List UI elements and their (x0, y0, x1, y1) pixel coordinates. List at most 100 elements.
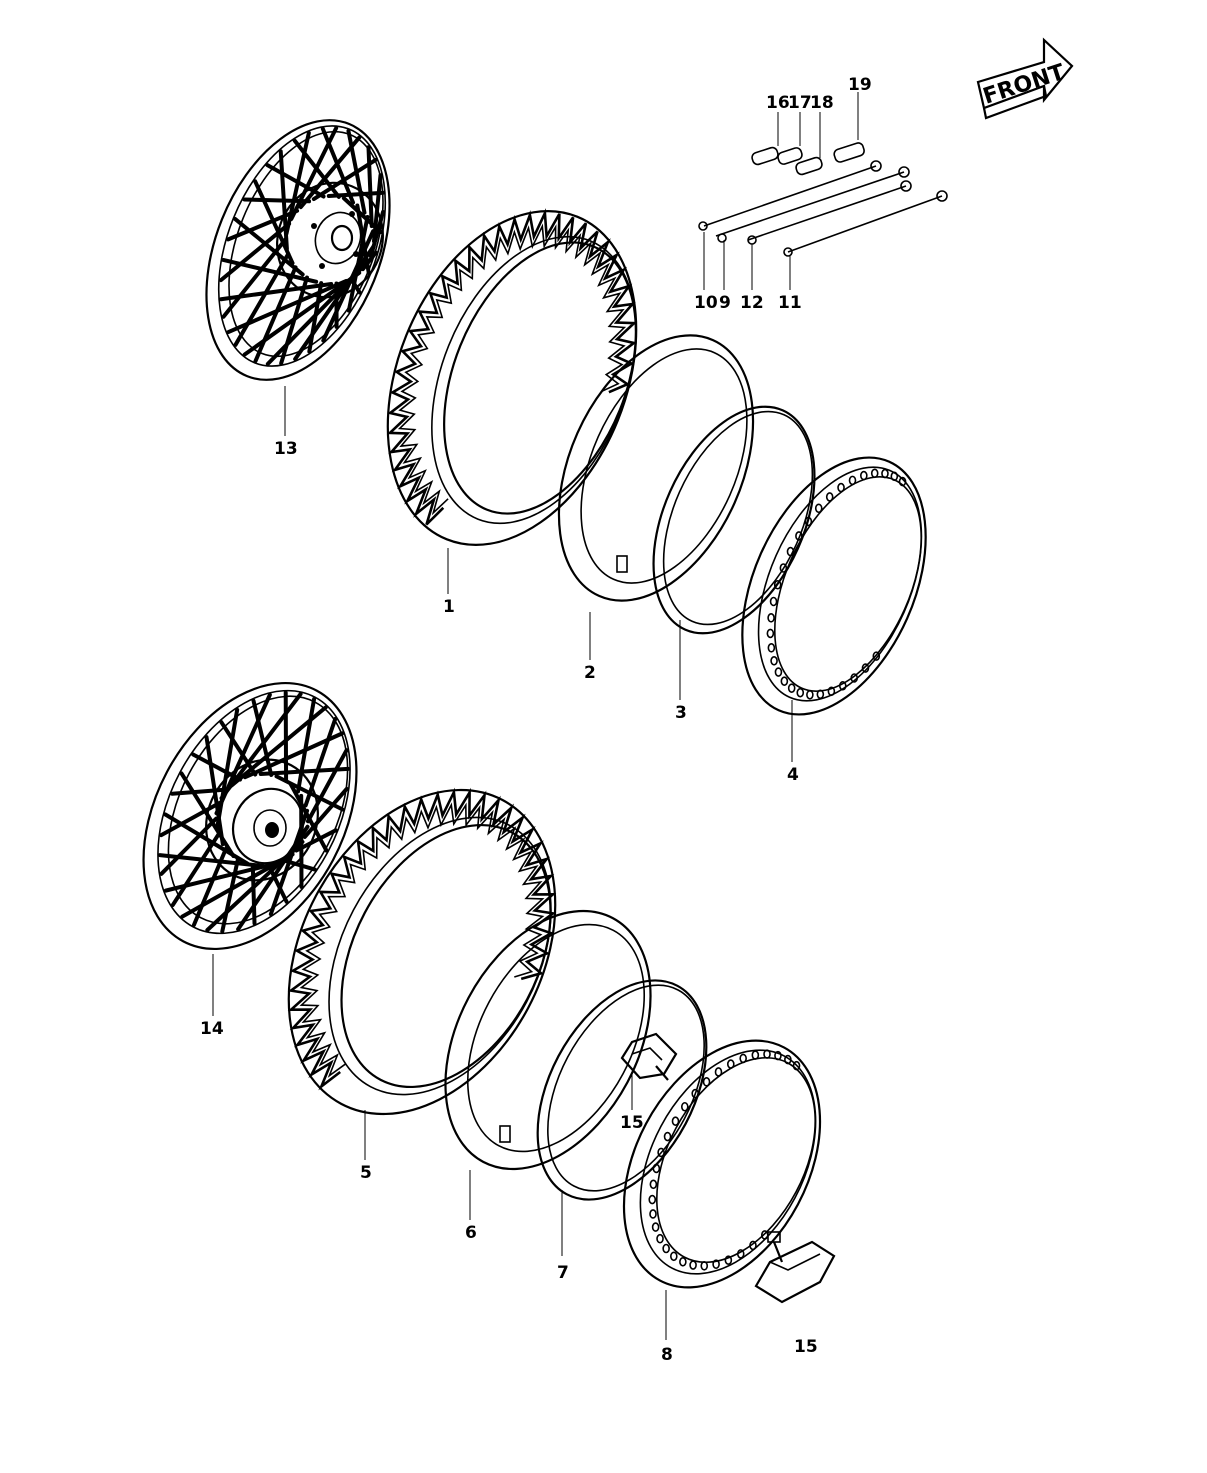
spoke-hole (838, 681, 847, 691)
spoke-hole (774, 1050, 782, 1061)
rear-rim-band (536, 979, 708, 1201)
spoke-line (170, 832, 221, 908)
front-wheel-assembly (205, 119, 391, 381)
front-inner-tube (557, 334, 755, 602)
spoke-hole (848, 475, 857, 486)
spoke-hole (656, 1233, 664, 1244)
spoke-hole (786, 546, 795, 557)
callout-labels: 13 1 2 3 4 14 5 6 7 8 15 15 10 9 12 11 1… (200, 75, 872, 1365)
spoke-line (243, 731, 345, 780)
spoke-hole (890, 471, 899, 482)
spoke-line (326, 190, 385, 199)
spoke-line (242, 270, 362, 357)
spoke-hole (860, 470, 868, 481)
spoke-line (258, 766, 351, 777)
spoke-hole (787, 683, 796, 693)
spoke-line (360, 250, 378, 272)
spoke-hole (804, 516, 813, 527)
spoke-hole (825, 492, 834, 502)
spoke-line (341, 196, 383, 235)
front-rim-band (652, 405, 816, 635)
spoke-hole (651, 1222, 660, 1232)
spoke-hole (702, 1077, 711, 1087)
rear-wheel-spokes (157, 690, 351, 934)
callout-9: 9 (719, 293, 731, 313)
spoke-hole (796, 687, 805, 698)
spoke-hole (751, 1050, 760, 1060)
spoke-line (221, 257, 319, 284)
callout-16: 16 (766, 93, 790, 113)
spoke-hole (712, 1259, 720, 1270)
rear-rim-spoke-holes (648, 1049, 801, 1271)
spoke-line (233, 217, 305, 277)
spoke-hole (648, 1194, 657, 1205)
spoke-line (251, 698, 274, 777)
spoke-line (274, 774, 345, 812)
spoke-hole (763, 1049, 771, 1059)
spoke-line (268, 808, 310, 917)
callout-3: 3 (675, 703, 687, 723)
rear-wheel-assembly (142, 681, 358, 951)
spoke-hole (714, 1067, 723, 1077)
spoke-hole (780, 676, 789, 686)
spoke-hole (881, 468, 889, 479)
spoke-hole (663, 1131, 672, 1142)
spoke-hole (700, 1261, 709, 1271)
spoke-hole (749, 1240, 757, 1251)
front-rim (741, 456, 927, 716)
rim-lock-lower (754, 1231, 836, 1304)
spoke-hole (827, 686, 836, 697)
spoke-hole (769, 596, 778, 607)
spoke-line (226, 278, 349, 335)
spoke-line (219, 281, 334, 302)
spoke-hole (773, 579, 782, 590)
front-rim-spoke-holes (766, 468, 907, 700)
spoke-hole (662, 1243, 670, 1254)
spoke-hole (770, 656, 778, 666)
spoke-hole (806, 689, 814, 700)
callout-4: 4 (787, 765, 799, 785)
rear-tire-tread (287, 787, 557, 1091)
rear-rim (622, 1039, 822, 1289)
spoke-hole (795, 531, 803, 541)
callout-7: 7 (557, 1263, 569, 1283)
spoke-line (305, 748, 349, 824)
spoke-line (229, 705, 328, 788)
spoke-line (311, 157, 378, 202)
callout-14: 14 (200, 1019, 224, 1039)
spoke-hole (691, 1088, 700, 1099)
spoke-hole (739, 1053, 747, 1064)
spoke-hole (870, 468, 879, 479)
spoke-hole (774, 667, 783, 677)
spoke-hole (657, 1147, 665, 1158)
spoke-hole (792, 1060, 801, 1071)
spoke-hole (837, 482, 845, 493)
spokes-group (698, 160, 948, 257)
spoke-hole (850, 673, 859, 683)
spoke-line (220, 857, 240, 934)
spoke-hole (679, 1257, 687, 1267)
spoke-line (296, 696, 317, 794)
front-tire-tread (386, 208, 638, 526)
spoke-hole (814, 503, 823, 514)
rim-lock-upper (620, 1032, 678, 1081)
spoke-line (253, 265, 298, 363)
spoke-hole (724, 1255, 733, 1266)
callout-15-lower: 15 (794, 1337, 818, 1357)
tread-zigzag (386, 208, 638, 526)
callout-5: 5 (360, 1163, 372, 1183)
callout-2: 2 (584, 663, 596, 683)
spoke-line (204, 735, 225, 847)
spoke-hole (652, 1163, 661, 1174)
callout-8: 8 (661, 1345, 673, 1365)
spoke-hole (779, 563, 788, 573)
spoke-hole (784, 1054, 792, 1065)
spoke-line (289, 126, 339, 222)
leader-lines (212, 92, 859, 1340)
spoke-hole (816, 689, 825, 700)
rear-tire (287, 787, 557, 1116)
spoke-hole (680, 1101, 689, 1112)
spoke-hole (649, 1209, 657, 1219)
spoke-hole (671, 1116, 680, 1127)
